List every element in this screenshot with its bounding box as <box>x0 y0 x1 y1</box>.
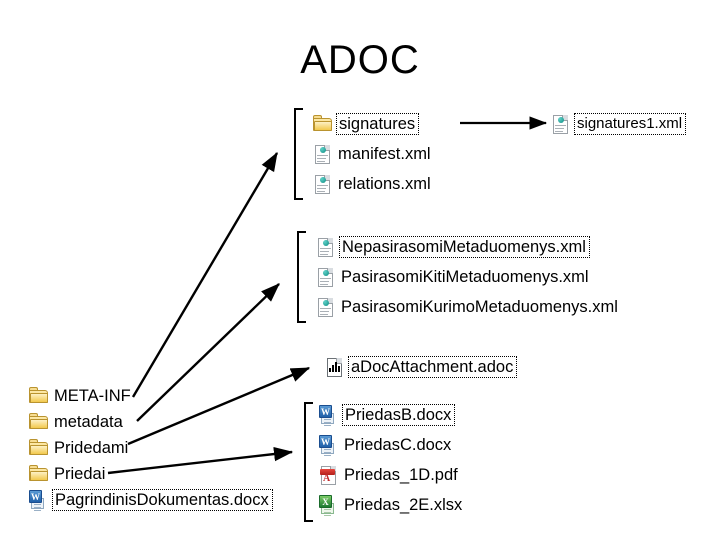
list-item-label: Priedas_1D.pdf <box>344 466 458 484</box>
word-document-icon: W <box>318 434 340 456</box>
arrow-meta-inf-to-contents <box>131 151 279 398</box>
list-item[interactable]: META-INF <box>28 384 134 408</box>
list-item-label: NepasirasomiMetaduomenys.xml <box>339 236 590 258</box>
list-item-label: PriedasB.docx <box>342 404 456 426</box>
folder-icon <box>28 437 50 459</box>
xml-document-icon <box>550 113 572 135</box>
list-item-label: PasirasomiKurimoMetaduomenys.xml <box>341 298 618 316</box>
list-item[interactable]: W PagrindinisDokumentas.docx <box>28 488 273 512</box>
folder-icon <box>312 113 334 135</box>
xml-document-icon <box>312 143 334 165</box>
list-item-label: signatures <box>336 113 420 135</box>
list-item[interactable]: metadata <box>28 410 126 434</box>
xml-document-icon <box>315 236 337 258</box>
folder-icon <box>28 463 50 485</box>
word-document-icon: W <box>318 404 340 426</box>
list-item[interactable]: manifest.xml <box>312 142 434 166</box>
xml-document-icon <box>315 296 337 318</box>
list-item-label: PasirasomiKitiMetaduomenys.xml <box>341 268 589 286</box>
list-item[interactable]: PasirasomiKitiMetaduomenys.xml <box>315 265 592 289</box>
folder-icon <box>28 411 50 433</box>
arrow-metadata-to-contents <box>136 283 280 422</box>
list-item-label: manifest.xml <box>338 145 431 163</box>
arrow-priedai-to-contents <box>107 446 294 475</box>
list-item-label: metadata <box>54 413 123 431</box>
pdf-document-icon: A <box>318 464 340 486</box>
list-item[interactable]: W PriedasB.docx <box>318 403 456 427</box>
list-item[interactable]: NepasirasomiMetaduomenys.xml <box>315 235 590 259</box>
list-item-label: signatures1.xml <box>574 113 687 135</box>
list-item[interactable]: A Priedas_1D.pdf <box>318 463 461 487</box>
word-document-icon: W <box>28 489 50 511</box>
list-item-label: relations.xml <box>338 175 431 193</box>
folder-icon <box>28 385 50 407</box>
list-item-label: Priedai <box>54 465 106 483</box>
excel-document-icon: X <box>318 494 340 516</box>
bracket-metadata <box>297 231 306 323</box>
list-item-label: Priedas_2E.xlsx <box>344 496 463 514</box>
list-item[interactable]: Pridedami <box>28 436 131 460</box>
bracket-meta-inf <box>294 108 303 200</box>
list-item[interactable]: signatures <box>312 112 420 136</box>
list-item-label: PagrindinisDokumentas.docx <box>52 489 273 511</box>
list-item[interactable]: X Priedas_2E.xlsx <box>318 493 465 517</box>
list-item[interactable]: W PriedasC.docx <box>318 433 454 457</box>
list-item[interactable]: PasirasomiKurimoMetaduomenys.xml <box>315 295 621 319</box>
list-item-label: PriedasC.docx <box>344 436 452 454</box>
xml-document-icon <box>312 173 334 195</box>
list-item-label: Pridedami <box>54 439 129 457</box>
adoc-document-icon <box>324 356 346 378</box>
arrow-pridedami-to-contents <box>127 366 311 446</box>
list-item[interactable]: Priedai <box>28 462 108 486</box>
page-title: ADOC <box>300 38 420 82</box>
list-item[interactable]: signatures1.xml <box>550 112 687 136</box>
bracket-priedai <box>304 402 313 522</box>
list-item-label: META-INF <box>54 387 131 405</box>
list-item[interactable]: aDocAttachment.adoc <box>324 355 518 379</box>
list-item-label: aDocAttachment.adoc <box>348 356 518 378</box>
xml-document-icon <box>315 266 337 288</box>
list-item[interactable]: relations.xml <box>312 172 434 196</box>
